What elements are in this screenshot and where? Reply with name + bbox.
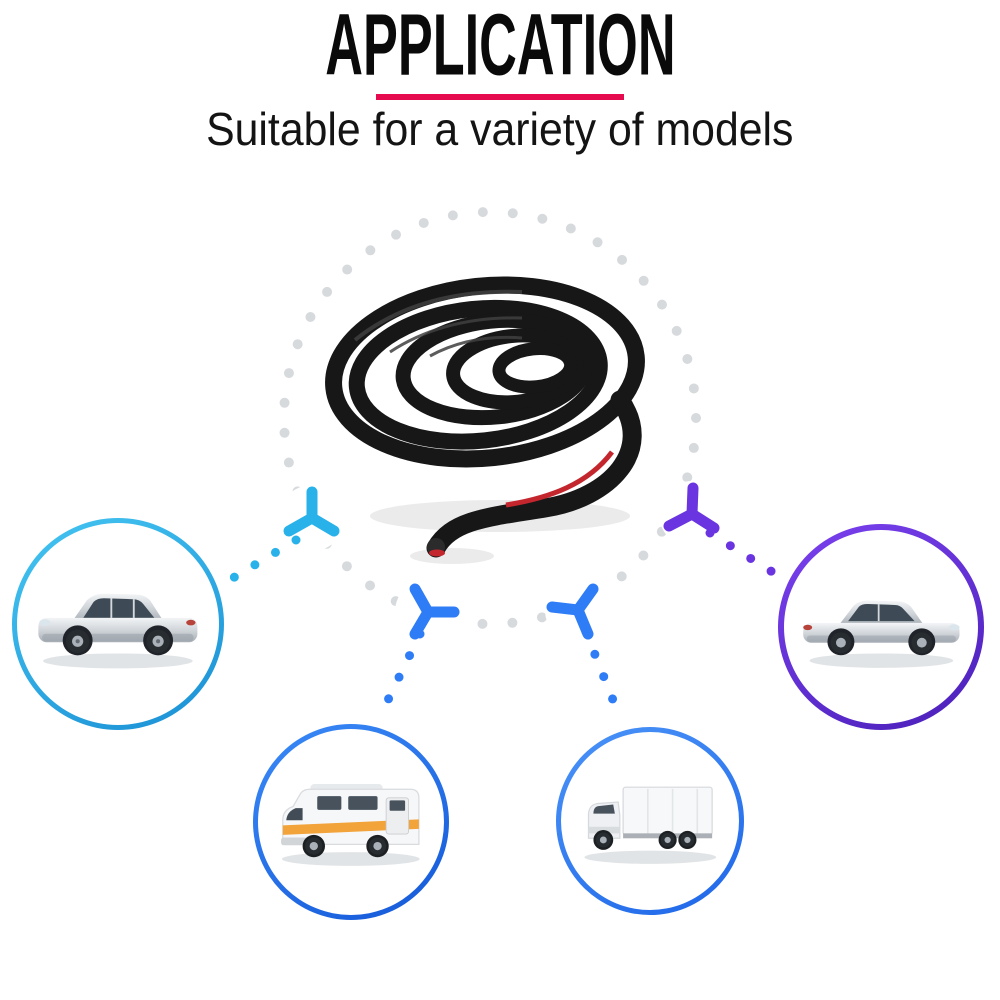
- connector-node-blue-right: [546, 583, 599, 640]
- dotted-connector-truck: [581, 627, 618, 705]
- dotted-connector-sedan: [705, 528, 779, 578]
- page-title: APPLICATION: [0, 2, 1000, 97]
- connector-node-blue-left: [409, 583, 460, 640]
- vehicle-circle-sedan: [778, 524, 984, 730]
- vehicle-circle-motorhome: [253, 724, 449, 920]
- dotted-connector-motorhome: [382, 629, 425, 707]
- product-tip-shadow: [410, 548, 494, 564]
- page-title-text: APPLICATION: [324, 0, 676, 94]
- strip-tail: [426, 390, 642, 558]
- title-underline: [376, 94, 624, 100]
- motorhome-icon: [281, 784, 420, 867]
- connector-node-purple: [663, 482, 720, 534]
- subtitle: Suitable for a variety of models: [0, 102, 1000, 156]
- suv-icon: [38, 593, 198, 668]
- connector-node-cyan: [283, 486, 340, 537]
- strip-red-adhesive-edge: [505, 450, 614, 508]
- dotted-connector-suv: [223, 535, 301, 586]
- subtitle-text: Suitable for a variety of models: [206, 103, 794, 155]
- box-truck-icon: [584, 786, 716, 864]
- vehicle-circle-suv: [12, 518, 224, 730]
- vehicle-circle-truck: [556, 727, 744, 915]
- rubber-seal-strip-coil: [325, 276, 645, 558]
- dotted-ring: [279, 207, 701, 629]
- strip-tip-red-edge: [429, 549, 445, 557]
- sedan-icon: [802, 600, 960, 668]
